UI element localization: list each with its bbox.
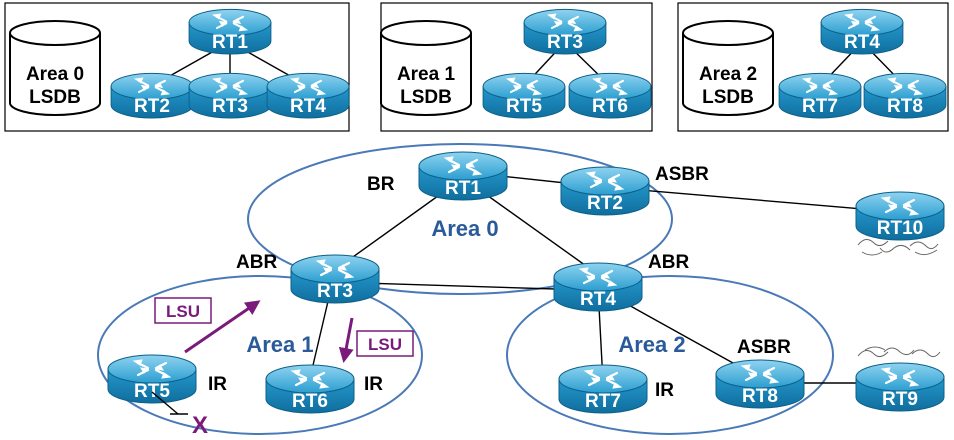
role-label-ir: IR — [364, 374, 383, 395]
lsdb-title-line1: Area 2 — [699, 64, 757, 85]
router-label: RT8 — [742, 386, 778, 407]
router-rt1[interactable]: RT1 — [417, 150, 509, 202]
router-rt4[interactable]: RT4 — [552, 261, 644, 313]
router-label: RT2 — [134, 96, 170, 117]
role-label-asbr: ASBR — [655, 164, 709, 185]
area2-label: Area 2 — [618, 332, 685, 357]
router-label: RT8 — [887, 96, 923, 117]
database-icon — [682, 20, 774, 116]
router-label: RT4 — [290, 96, 326, 117]
router-rt5[interactable]: RT5 — [106, 353, 198, 405]
lsdb-panel-area1: Area 1 LSDB RT3 RT5 RT6 — [380, 2, 653, 132]
area1-boundary — [97, 275, 423, 435]
router-label: RT6 — [592, 96, 628, 117]
router-label: RT4 — [580, 289, 616, 310]
external-cloud-icon — [857, 239, 939, 256]
link-failure: X — [151, 391, 208, 439]
router-label: RT1 — [445, 178, 481, 199]
router-label: RT4 — [844, 32, 880, 53]
router-label: RT7 — [802, 96, 838, 117]
router-label: RT5 — [506, 96, 542, 117]
lsu-badge-left: LSU — [154, 297, 212, 324]
router-rt8[interactable]: RT8 — [714, 358, 806, 410]
router-label: RT6 — [292, 391, 328, 412]
database-icon — [9, 20, 101, 116]
router-label: RT3 — [317, 281, 353, 302]
lsu-badge-right: LSU — [356, 330, 414, 357]
router-label: RT5 — [134, 381, 170, 402]
role-label-ir: IR — [655, 380, 674, 401]
router-rt9[interactable]: RT9 — [854, 346, 946, 413]
lsu-flood-arrow-up — [184, 300, 261, 354]
lsdb-panel-area2: Area 2 LSDB RT4 RT7 RT8 — [677, 2, 949, 132]
role-label-asbr: ASBR — [737, 337, 791, 358]
router-label: RT2 — [587, 193, 623, 214]
role-label-abr: ABR — [236, 252, 277, 273]
router-rt6[interactable]: RT6 — [264, 363, 356, 415]
router-rt10[interactable]: RT10 — [854, 190, 946, 256]
router-rt3[interactable]: RT3 — [289, 253, 381, 305]
role-label-br: BR — [367, 174, 395, 195]
lsu-text: LSU — [368, 335, 402, 354]
lsu-flood-arrow-down — [338, 317, 354, 363]
area0-boundary — [247, 143, 673, 295]
area2-boundary — [506, 275, 834, 435]
router-label: RT3 — [212, 96, 248, 117]
router-label: RT7 — [585, 391, 621, 412]
router-label: RT10 — [877, 218, 923, 239]
lsdb-title-line2: LSDB — [400, 87, 452, 108]
role-label-abr: ABR — [648, 252, 689, 273]
lsdb-title-line2: LSDB — [702, 87, 754, 108]
router-label: RT1 — [212, 32, 248, 53]
lsu-text: LSU — [166, 302, 200, 321]
lsdb-title-line2: LSDB — [29, 87, 81, 108]
role-label-ir: IR — [208, 374, 227, 395]
router-label: RT9 — [882, 389, 918, 410]
area0-label: Area 0 — [431, 216, 498, 241]
lsdb-panel-area0: Area 0 LSDB RT1 RT2 RT3 RT4 — [4, 2, 350, 132]
failure-x-mark: X — [192, 412, 208, 439]
router-rt7[interactable]: RT7 — [557, 363, 649, 415]
database-icon — [380, 20, 472, 116]
router-label: RT3 — [547, 32, 583, 53]
lsdb-title-line1: Area 1 — [397, 64, 456, 85]
router-rt2[interactable]: RT2 — [559, 165, 651, 217]
lsdb-title-line1: Area 0 — [26, 64, 84, 85]
external-cloud-icon — [857, 346, 941, 358]
area1-label: Area 1 — [246, 332, 313, 357]
